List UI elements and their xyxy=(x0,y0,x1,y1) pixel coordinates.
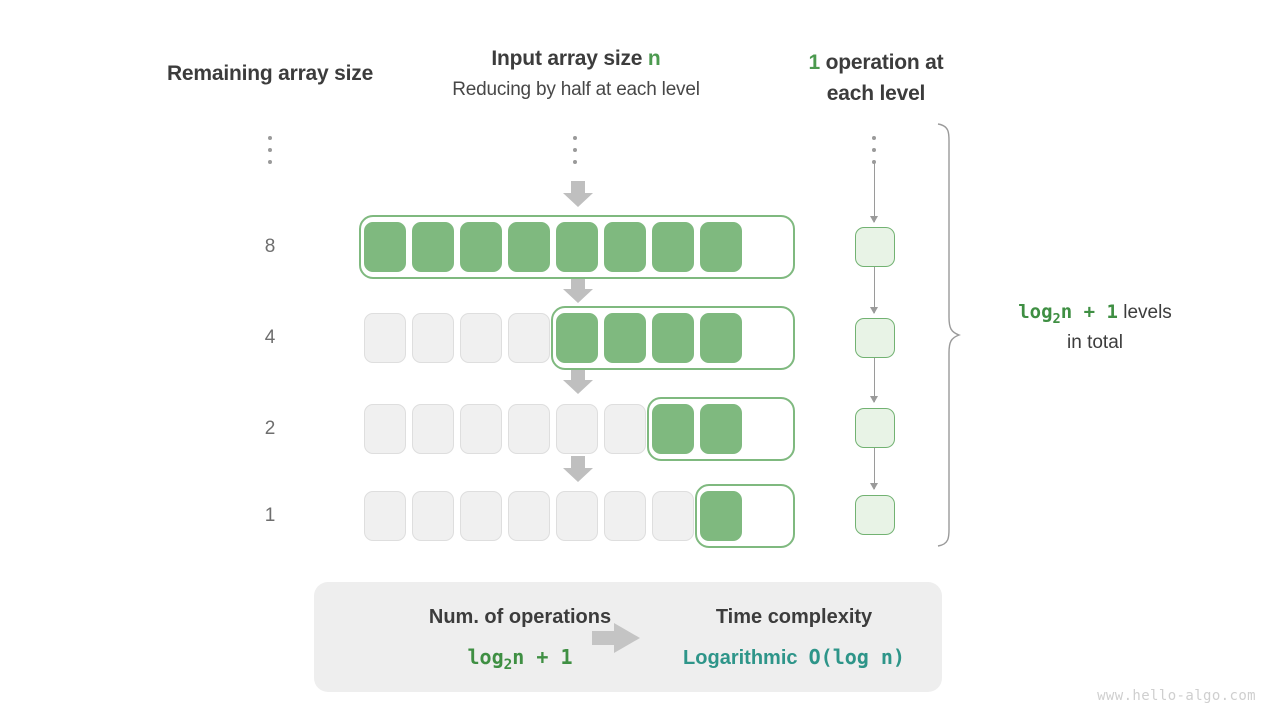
operation-cell-3 xyxy=(855,495,895,535)
row-label-8: 8 xyxy=(264,236,276,257)
summary-complexity-word: Logarithmic xyxy=(683,647,798,669)
array-cell xyxy=(601,219,649,275)
array-cell xyxy=(505,401,553,457)
center-column-header: Input array size n xyxy=(396,47,756,71)
array-cell xyxy=(409,310,457,366)
array-cell xyxy=(361,219,409,275)
array-row-8 xyxy=(359,215,795,279)
array-cell xyxy=(553,401,601,457)
array-cell xyxy=(697,488,745,544)
levels-formula: log2n + 1 xyxy=(1018,301,1118,327)
array-cell xyxy=(361,488,409,544)
array-cell xyxy=(553,219,601,275)
array-cell xyxy=(553,488,601,544)
level-transition-arrow-icon-3 xyxy=(563,456,593,482)
array-cell xyxy=(697,219,745,275)
level-transition-arrow-icon-0 xyxy=(563,181,593,207)
array-cell xyxy=(697,401,745,457)
array-row-2 xyxy=(361,397,795,461)
array-cell xyxy=(601,401,649,457)
summary-operations-title: Num. of operations xyxy=(428,606,612,628)
operation-cell-2 xyxy=(855,408,895,448)
array-cell xyxy=(649,310,697,366)
operations-column-ellipsis-icon xyxy=(872,136,878,172)
left-column-ellipsis-icon xyxy=(268,136,274,172)
array-cell xyxy=(457,488,505,544)
levels-caption: log2n + 1 levels in total xyxy=(975,298,1215,358)
array-cell xyxy=(457,219,505,275)
row-label-4: 4 xyxy=(264,327,276,348)
operations-header-text: operation at each level xyxy=(820,51,944,106)
array-cell xyxy=(505,219,553,275)
array-cell xyxy=(601,488,649,544)
operation-connector-1 xyxy=(870,267,878,314)
operation-cell-1 xyxy=(855,318,895,358)
array-cell xyxy=(409,488,457,544)
array-cell xyxy=(649,401,697,457)
center-column-subheader: Reducing by half at each level xyxy=(452,79,700,100)
summary-operations-column: Num. of operations log2n + 1 xyxy=(350,606,690,673)
array-cell xyxy=(409,219,457,275)
operation-connector-0 xyxy=(870,162,878,223)
operation-connector-2 xyxy=(870,358,878,403)
operation-cell-0 xyxy=(855,227,895,267)
summary-complexity-column: Time complexity Logarithmic O(log n) xyxy=(644,606,944,670)
array-cell xyxy=(409,401,457,457)
level-transition-arrow-icon-2 xyxy=(563,368,593,394)
levels-caption-line2: in total xyxy=(1067,332,1123,354)
array-cell xyxy=(649,219,697,275)
array-cell xyxy=(505,488,553,544)
operations-column-header: 1 operation at each level xyxy=(786,47,966,109)
array-row-4 xyxy=(361,306,795,370)
levels-caption-line1: levels xyxy=(1117,302,1172,323)
array-cell xyxy=(505,310,553,366)
summary-right-arrow-icon xyxy=(592,623,640,653)
array-cell xyxy=(553,310,601,366)
array-cell xyxy=(361,310,409,366)
level-transition-arrow-icon-1 xyxy=(563,277,593,303)
array-row-1 xyxy=(361,484,795,548)
center-header-text: Input array size xyxy=(491,47,648,70)
watermark: www.hello-algo.com xyxy=(1097,688,1256,704)
array-cell xyxy=(649,488,697,544)
summary-complexity-notation: O(log n) xyxy=(808,645,905,669)
operations-header-accent: 1 xyxy=(808,51,821,74)
summary-operations-value: log2n + 1 xyxy=(467,645,573,673)
levels-brace-icon xyxy=(937,123,961,547)
summary-complexity-title: Time complexity xyxy=(715,606,873,628)
center-column-ellipsis-icon xyxy=(573,136,579,172)
row-label-2: 2 xyxy=(264,418,276,439)
array-cell xyxy=(457,401,505,457)
row-label-1: 1 xyxy=(264,505,276,526)
summary-complexity-value: Logarithmic O(log n) xyxy=(644,645,944,670)
array-cell xyxy=(457,310,505,366)
array-cell xyxy=(697,310,745,366)
array-cell xyxy=(361,401,409,457)
center-header-accent: n xyxy=(647,47,661,70)
operation-connector-3 xyxy=(870,448,878,490)
left-column-header: Remaining array size xyxy=(166,62,374,85)
array-cell xyxy=(601,310,649,366)
